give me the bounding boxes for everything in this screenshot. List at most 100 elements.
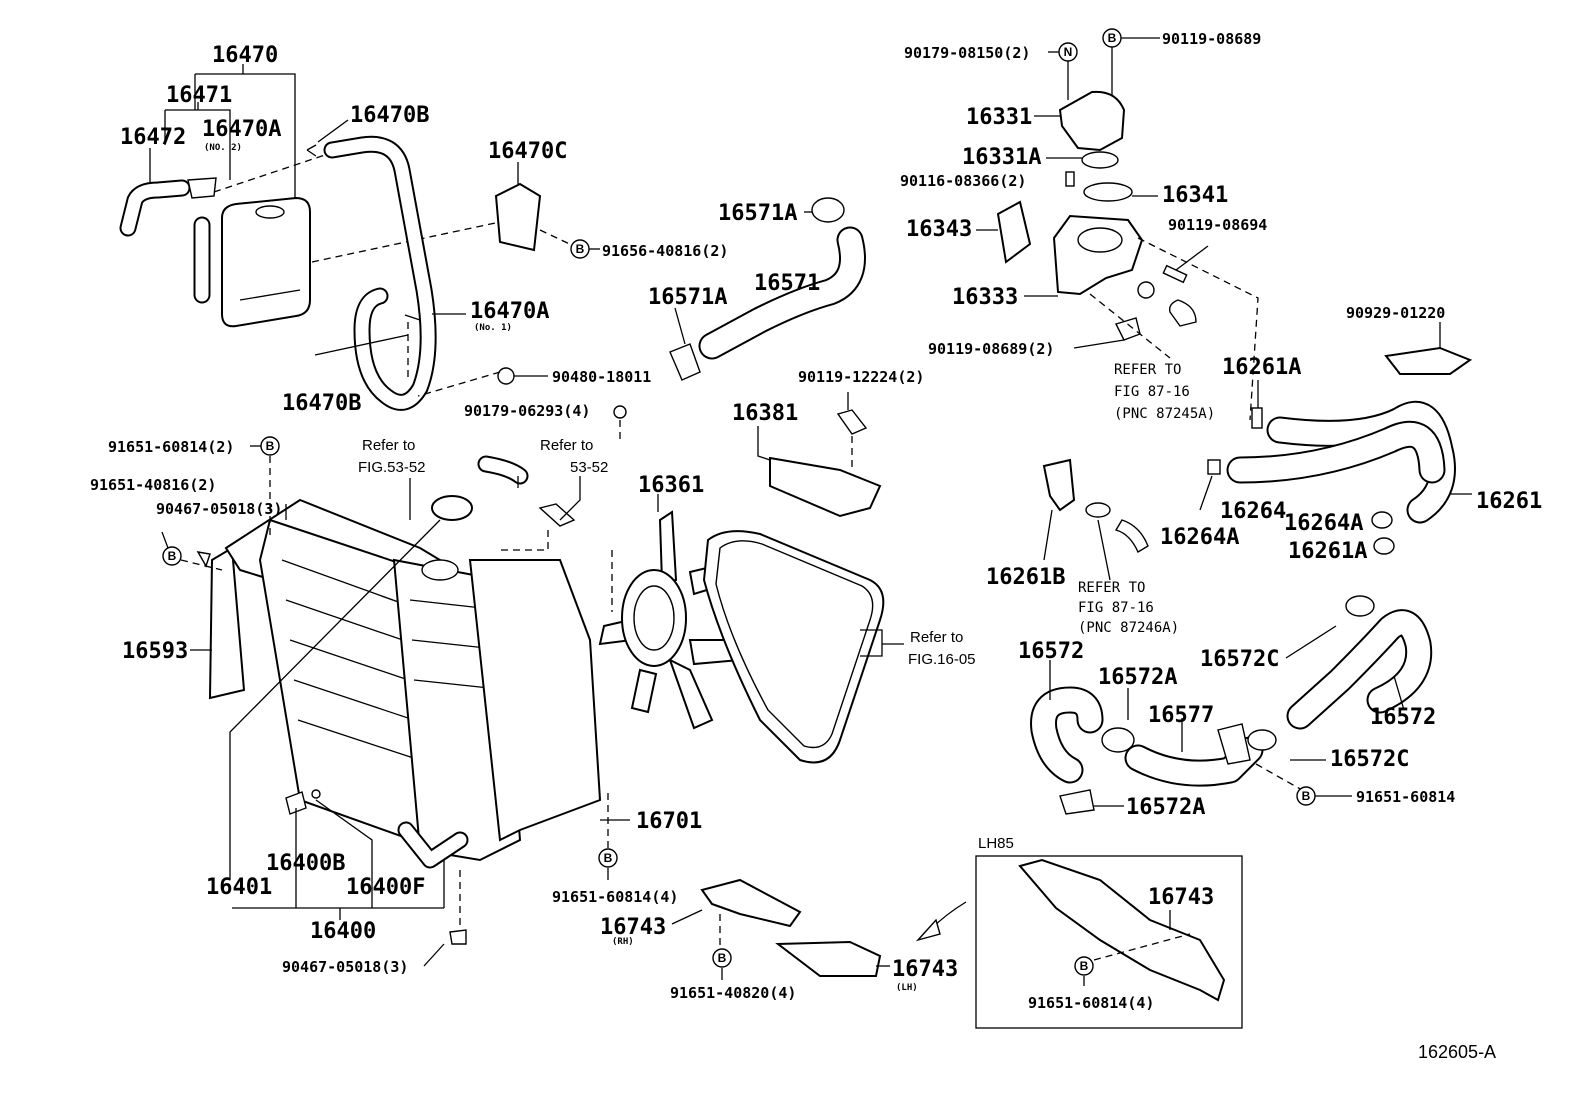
clamp-16571a-bot — [669, 343, 701, 381]
label-16470: 16470 — [212, 43, 278, 68]
clamp-16264a-right — [1371, 511, 1393, 529]
bracket-16381 — [769, 456, 882, 518]
label-16341: 16341 — [1162, 183, 1228, 208]
valve-16261b — [1042, 458, 1076, 512]
label-16743-rh-sub: (RH) — [612, 937, 634, 947]
label-16572-left: 16572 — [1018, 639, 1084, 664]
label-16361: 16361 — [638, 473, 704, 498]
grommet-90480 — [497, 367, 515, 385]
label-91651-60814-4-box: 91651-60814(4) — [1028, 994, 1154, 1012]
bolt-90467-top — [196, 551, 211, 568]
fan-belt-group — [598, 392, 904, 764]
label-90467-top: 90467-05018(3) — [156, 500, 282, 518]
gasket-16341 — [1083, 182, 1133, 202]
reservoir-tank — [221, 196, 311, 328]
svg-text:B: B — [718, 951, 727, 965]
gasket-16343 — [996, 200, 1032, 264]
clamp-16572c-bot — [1247, 729, 1277, 751]
label-refer-5352-d: 53-52 — [570, 459, 608, 476]
label-91651-60814-4-mid: 91651-60814(4) — [552, 888, 678, 906]
label-16472: 16472 — [120, 125, 186, 150]
label-16571a-top: 16571A — [718, 201, 797, 226]
svg-text:B: B — [266, 439, 275, 453]
bolt-90119-08694 — [1162, 264, 1188, 284]
label-16470c: 16470C — [488, 139, 567, 164]
bracket-90929 — [1384, 346, 1473, 375]
label-16572-right: 16572 — [1370, 705, 1436, 730]
label-lh85: LH85 — [978, 835, 1014, 852]
label-90119-08689-bot: 90119-08689(2) — [928, 340, 1054, 358]
clamp-16572a-bot — [1059, 789, 1095, 815]
fan-blade-top — [658, 510, 678, 584]
label-16331: 16331 — [966, 105, 1032, 130]
label-refer-87246-a: REFER TO — [1078, 580, 1145, 596]
label-16572c-bot: 16572C — [1330, 747, 1409, 772]
lh85-box — [975, 855, 1243, 1029]
label-refer-87245-a: REFER TO — [1114, 362, 1181, 378]
label-16577: 16577 — [1148, 703, 1214, 728]
label-refer-5352-b: FIG.53-52 — [358, 459, 426, 476]
label-16264: 16264 — [1220, 499, 1286, 524]
cap-16471 — [187, 177, 217, 199]
radiator-group: B B B — [161, 436, 630, 967]
svg-text:B: B — [1108, 31, 1117, 45]
label-16743-lh-sub: (LH) — [896, 983, 918, 993]
label-91651-40816-2: 91651-40816(2) — [90, 476, 216, 494]
bolt-marker-b-bottom-mid — [598, 848, 618, 868]
bolt-90179-06293 — [613, 405, 627, 419]
label-16264a-right: 16264A — [1284, 511, 1363, 536]
label-refer-87246-c: (PNC 87246A) — [1078, 620, 1179, 636]
fan-shroud-16701 — [468, 559, 602, 842]
label-refer-5352-a: Refer to — [362, 437, 415, 454]
clamp-16261a-bot — [1373, 537, 1395, 555]
clamp-16572a-top — [1101, 727, 1135, 753]
label-16571: 16571 — [754, 271, 820, 296]
label-90119-08694: 90119-08694 — [1168, 216, 1267, 234]
bolt-90119-12224 — [836, 409, 868, 435]
clamp-16261a-top — [1251, 407, 1263, 429]
label-16400b: 16400B — [266, 851, 345, 876]
drain-cock-16400b — [285, 791, 307, 815]
label-16470b-top: 16470B — [350, 103, 429, 128]
label-90116: 90116-08366(2) — [900, 172, 1026, 190]
reservoir-group — [119, 64, 579, 411]
label-16264a-mid: 16264A — [1160, 525, 1239, 550]
under-cover-group: B B — [671, 855, 1243, 1029]
cover-16743-rh — [700, 878, 802, 928]
label-91651-60814-r: 91651-60814 — [1356, 788, 1455, 806]
label-16400f: 16400F — [346, 875, 425, 900]
label-16331a: 16331A — [962, 145, 1041, 170]
label-16261a-top: 16261A — [1222, 355, 1301, 380]
label-90467-bot: 90467-05018(3) — [282, 958, 408, 976]
label-90480: 90480-18011 — [552, 368, 651, 386]
label-16743-box: 16743 — [1148, 885, 1214, 910]
upper-hose-group — [669, 197, 866, 381]
stud-90116 — [1065, 171, 1075, 187]
label-16343: 16343 — [906, 217, 972, 242]
label-16381: 16381 — [732, 401, 798, 426]
thermostat-16331a — [1081, 151, 1119, 169]
svg-text:B: B — [1080, 959, 1089, 973]
radiator-cap — [431, 495, 473, 521]
label-refer-87245-b: FIG 87-16 — [1114, 384, 1190, 400]
label-refer-5352-c: Refer to — [540, 437, 593, 454]
label-90119-08689-top: 90119-08689 — [1162, 30, 1261, 48]
clamp-16264a-mid — [1207, 459, 1221, 475]
bracket-16470c — [494, 182, 542, 252]
svg-text:B: B — [576, 242, 585, 256]
fan-blade-bottom-left — [630, 668, 658, 714]
thermostat-group: N B — [976, 28, 1259, 421]
clamp-16572c-top — [1345, 595, 1375, 617]
label-16471: 16471 — [166, 83, 232, 108]
label-16261b: 16261B — [986, 565, 1065, 590]
bolt-marker-b-lh85 — [1074, 956, 1094, 976]
label-16571a-bot: 16571A — [648, 285, 727, 310]
label-refer-87246-b: FIG 87-16 — [1078, 600, 1154, 616]
svg-text:B: B — [168, 549, 177, 563]
bolt-marker-b-left — [162, 546, 182, 566]
heater-hose-group — [1042, 322, 1473, 581]
label-90179-08150: 90179-08150(2) — [904, 44, 1030, 62]
label-refer-87245-c: (PNC 87245A) — [1114, 406, 1215, 422]
clamp-16571a-top — [811, 197, 845, 223]
